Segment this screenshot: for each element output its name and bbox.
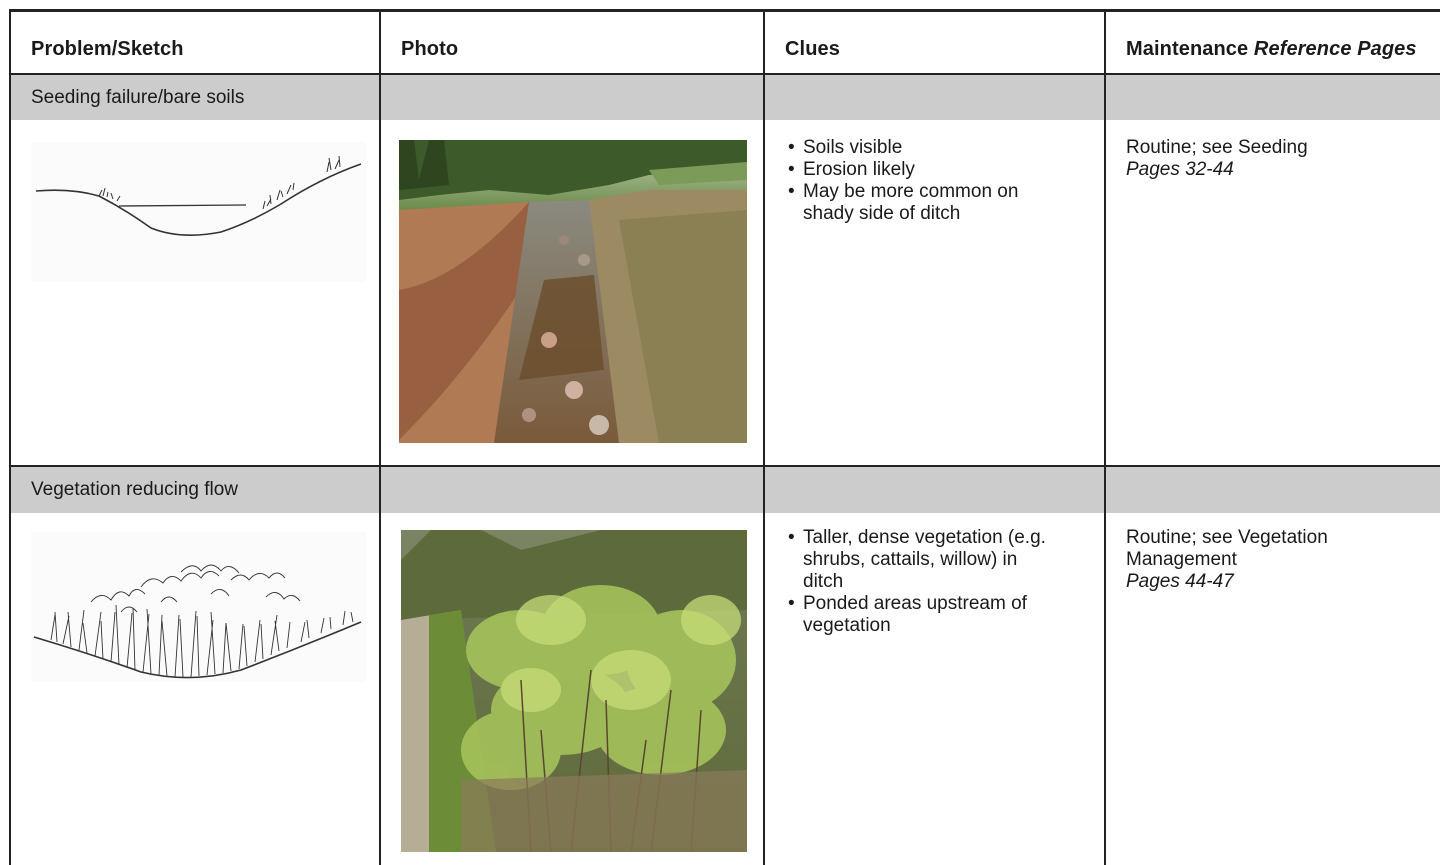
- maintenance-vegetation: Routine; see Vegetation Management Pages…: [1126, 527, 1426, 593]
- clue-item: Erosion likely: [788, 159, 1085, 181]
- section-title-vegetation: Vegetation reducing flow: [31, 479, 239, 500]
- header-rule: [11, 73, 1440, 75]
- section-band-vegetation: [11, 467, 1440, 513]
- header-photo: Photo: [401, 38, 459, 60]
- section-title-seeding: Seeding failure/bare soils: [31, 87, 245, 108]
- header-maintenance-label: Maintenance: [1126, 38, 1249, 60]
- clue-item: Taller, dense vegetation (e.g. shrubs, c…: [788, 527, 1058, 593]
- col-divider-3: [1104, 12, 1106, 865]
- clues-list-seeding: Soils visible Erosion likely May be more…: [785, 137, 1085, 225]
- header-maintenance: Maintenance Reference Pages: [1126, 38, 1417, 61]
- maintenance-text-cont: Management: [1126, 549, 1237, 570]
- clue-item: Soils visible: [788, 137, 1085, 159]
- vegetated-ditch-sketch-icon: [31, 532, 366, 682]
- reference-pages: Pages 32-44: [1126, 159, 1234, 180]
- clue-item: Ponded areas upstream of vegetation: [788, 593, 1053, 637]
- header-clues: Clues: [785, 38, 840, 60]
- col-divider-1: [379, 12, 381, 865]
- maintenance-text: Routine; see Seeding: [1126, 137, 1308, 158]
- maintenance-text: Routine; see Vegetation: [1126, 527, 1328, 548]
- header-reference-pages: Reference Pages: [1253, 38, 1417, 60]
- header-problem-sketch: Problem/Sketch: [31, 38, 184, 60]
- maintenance-seeding: Routine; see Seeding Pages 32-44: [1126, 137, 1426, 181]
- reference-pages: Pages 44-47: [1126, 571, 1234, 592]
- clues-list-vegetation: Taller, dense vegetation (e.g. shrubs, c…: [785, 527, 1085, 637]
- bare-ditch-sketch-icon: [31, 142, 366, 282]
- col-divider-2: [763, 12, 765, 865]
- section-band-seeding: [11, 75, 1440, 120]
- clue-item: May be more common on shady side of ditc…: [788, 181, 1053, 225]
- shrub-filled-ditch-photo-icon: [401, 530, 747, 852]
- row-rule: [11, 465, 1440, 467]
- troubleshooting-table: Problem/Sketch Photo Clues Maintenance R…: [9, 9, 1440, 865]
- eroded-ditch-photo-icon: [399, 140, 747, 443]
